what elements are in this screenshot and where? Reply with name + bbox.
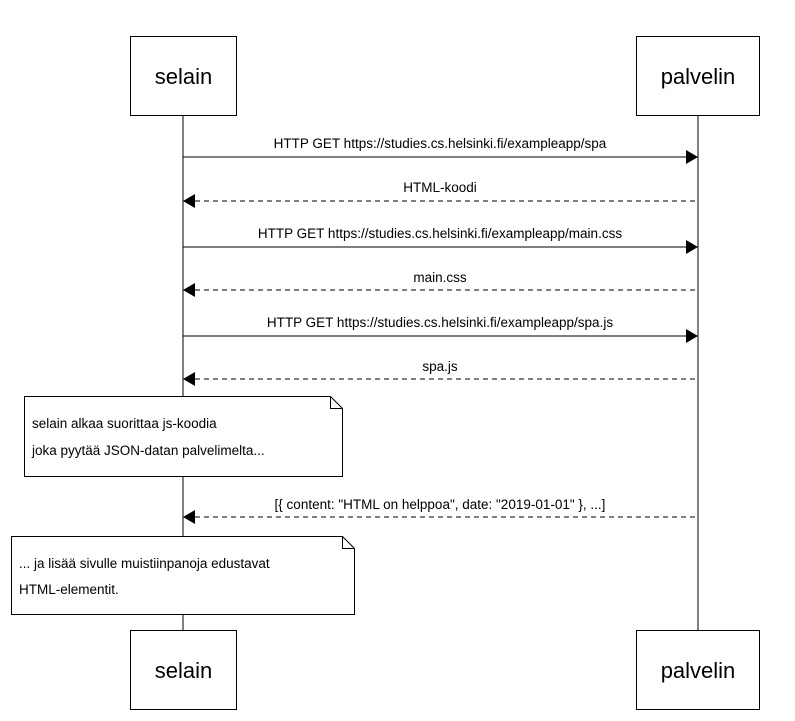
message-get-main-css: HTTP GET https://studies.cs.helsinki.fi/… — [183, 226, 698, 254]
message-label: spa.js — [422, 359, 458, 374]
note-line: selain alkaa suorittaa js-koodia — [32, 416, 217, 431]
palvelin-actor-top: palvelin — [636, 36, 760, 116]
message-label: main.css — [413, 270, 467, 285]
note-line: HTML-elementit. — [19, 582, 119, 597]
message-spa-js: spa.js — [183, 359, 698, 386]
message-label: HTTP GET https://studies.cs.helsinki.fi/… — [258, 226, 622, 241]
note-line: ... ja lisää sivulle muistiinpanoja edus… — [19, 556, 270, 571]
selain-actor-bottom-label: selain — [155, 658, 212, 683]
selain-actor-bottom: selain — [130, 630, 237, 710]
message-label: [{ content: "HTML on helppoa", date: "20… — [275, 497, 606, 512]
palvelin-actor-bottom: palvelin — [636, 630, 760, 710]
message-get-spa: HTTP GET https://studies.cs.helsinki.fi/… — [183, 136, 698, 164]
palvelin-actor-top-label: palvelin — [661, 64, 736, 89]
arrowhead-left — [183, 510, 195, 524]
message-main-css: main.css — [183, 270, 698, 297]
selain-actor-top-label: selain — [155, 64, 212, 89]
message-label: HTML-koodi — [403, 180, 477, 195]
message-get-spa-js: HTTP GET https://studies.cs.helsinki.fi/… — [183, 315, 698, 343]
arrowhead-left — [183, 372, 195, 386]
message-label: HTTP GET https://studies.cs.helsinki.fi/… — [274, 136, 607, 151]
selain-actor-top: selain — [130, 36, 237, 116]
arrowhead-left — [183, 283, 195, 297]
message-html-koodi: HTML-koodi — [183, 180, 698, 208]
message-label: HTTP GET https://studies.cs.helsinki.fi/… — [267, 315, 613, 330]
arrowhead-right — [686, 240, 698, 254]
palvelin-actor-bottom-label: palvelin — [661, 658, 736, 683]
note-line: joka pyytää JSON-datan palvelimelta... — [31, 443, 265, 458]
note-add-elements: ... ja lisää sivulle muistiinpanoja edus… — [11, 536, 355, 615]
arrowhead-right — [686, 150, 698, 164]
message-json-data: [{ content: "HTML on helppoa", date: "20… — [183, 497, 698, 524]
arrowhead-right — [686, 329, 698, 343]
arrowhead-left — [183, 194, 195, 208]
note-js-execution: selain alkaa suorittaa js-koodia joka py… — [24, 396, 343, 477]
